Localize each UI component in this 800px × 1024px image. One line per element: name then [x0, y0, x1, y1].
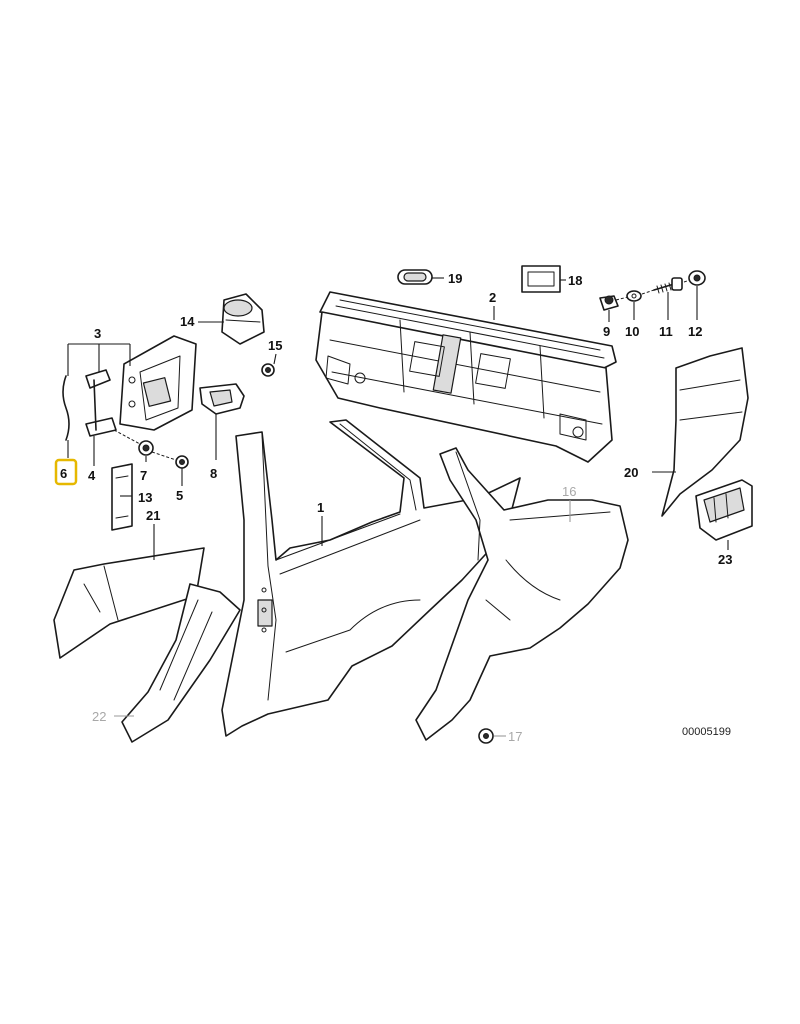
callout-5[interactable]: 5: [176, 488, 183, 503]
callout-9[interactable]: 9: [603, 324, 610, 339]
part-12-nut[interactable]: [688, 270, 706, 286]
part-fuel-flap-housing[interactable]: [119, 335, 197, 431]
callout-13[interactable]: 13: [138, 490, 152, 505]
callout-15[interactable]: 15: [268, 338, 282, 353]
callout-14[interactable]: 14: [180, 314, 195, 329]
callout-7[interactable]: 7: [140, 468, 147, 483]
callout-11[interactable]: 11: [659, 324, 673, 339]
part-7-grommet[interactable]: [138, 440, 154, 456]
callout-3[interactable]: 3: [94, 326, 101, 341]
part-2-rear-panel[interactable]: [315, 291, 617, 463]
part-4-hinge[interactable]: [85, 369, 117, 437]
part-10-washer[interactable]: [626, 290, 642, 302]
callout-17[interactable]: 17: [508, 729, 522, 744]
part-14-filler-cap[interactable]: [221, 293, 265, 345]
callout-18[interactable]: 18: [568, 273, 582, 288]
callout-20[interactable]: 20: [624, 465, 638, 480]
part-20-quarter-panel[interactable]: [661, 347, 749, 517]
part-18-frame[interactable]: [521, 265, 561, 293]
callout-19[interactable]: 19: [448, 271, 462, 286]
callout-6-highlight: [54, 458, 78, 486]
callout-10[interactable]: 10: [625, 324, 639, 339]
part-17-clip[interactable]: [478, 728, 494, 744]
part-16-side-panel-alt[interactable]: [415, 447, 629, 741]
callout-2[interactable]: 2: [489, 290, 496, 305]
callout-16[interactable]: 16: [562, 484, 576, 499]
part-15-bolt[interactable]: [261, 363, 275, 377]
callout-1[interactable]: 1: [317, 500, 324, 515]
callout-23[interactable]: 23: [718, 552, 732, 567]
callout-21[interactable]: 21: [146, 508, 160, 523]
part-6-cable[interactable]: [62, 375, 70, 441]
part-21-panel[interactable]: [53, 547, 205, 659]
callout-12[interactable]: 12: [688, 324, 702, 339]
diagram-reference-number: 00005199: [682, 726, 731, 738]
part-23-mount[interactable]: [695, 479, 753, 541]
callout-4[interactable]: 4: [88, 468, 96, 483]
part-11-screw[interactable]: [653, 277, 683, 294]
callout-6[interactable]: 6: [60, 466, 67, 481]
part-22-sill[interactable]: [121, 583, 241, 743]
leader-lines: [67, 277, 729, 737]
part-13-gasket[interactable]: [111, 463, 133, 531]
part-8-bracket[interactable]: [199, 383, 245, 415]
part-1-side-panel[interactable]: [221, 419, 521, 737]
part-19-lamp[interactable]: [397, 269, 433, 285]
part-5-nut[interactable]: [175, 455, 189, 469]
part-9-clip[interactable]: [599, 295, 619, 311]
callout-labels: 6 3 4 7 5 8 13 21 14 15 19 18 2 9 10 11 …: [54, 271, 732, 744]
callout-22[interactable]: 22: [92, 709, 106, 724]
callout-8[interactable]: 8: [210, 466, 217, 481]
